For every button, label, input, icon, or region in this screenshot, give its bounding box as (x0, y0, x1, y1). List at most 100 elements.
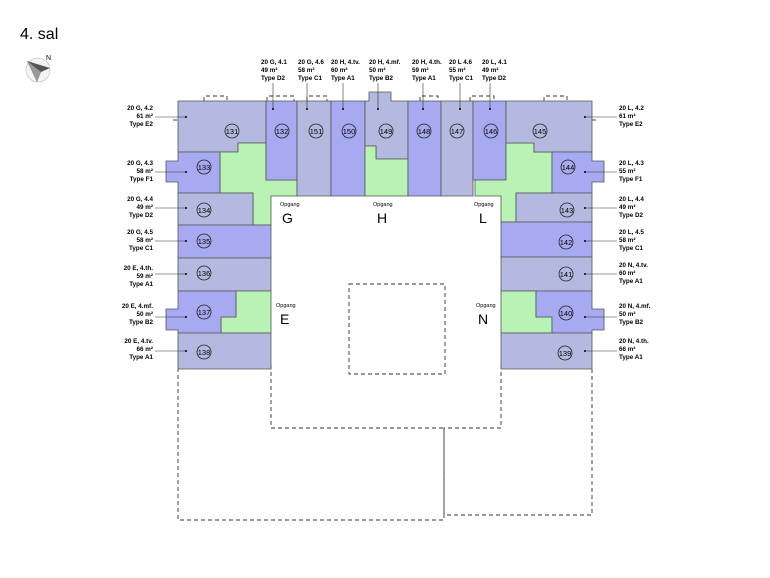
unit-number-146[interactable]: 146 (483, 123, 499, 139)
unit-146-room[interactable] (472, 100, 507, 181)
unit-141-room[interactable] (500, 256, 593, 292)
unit-number-131[interactable]: 131 (224, 123, 240, 139)
dashed-outlines (173, 95, 597, 521)
unit-139-room[interactable] (500, 332, 593, 370)
unit-number-147[interactable]: 147 (449, 123, 465, 139)
svg-text:137: 137 (198, 308, 211, 317)
entrance-h-caption: Opgang (373, 202, 393, 208)
unit-132-room[interactable] (265, 100, 298, 181)
unit-136-room[interactable] (177, 257, 272, 292)
entrance-n-caption: Opgang (476, 303, 496, 309)
unit-134-room[interactable] (177, 192, 254, 226)
unit-number-149[interactable]: 149 (378, 123, 394, 139)
unit-number-143[interactable]: 143 (559, 202, 575, 218)
svg-text:149: 149 (380, 127, 393, 136)
unit-number-144[interactable]: 144 (560, 159, 576, 175)
svg-text:151: 151 (310, 127, 323, 136)
unit-number-139[interactable]: 139 (557, 345, 573, 361)
entrance-g-letter: G (282, 210, 293, 226)
unit-143-room[interactable] (515, 192, 593, 223)
unit-133-room[interactable] (165, 151, 221, 194)
svg-text:132: 132 (276, 127, 289, 136)
unit-148-room[interactable] (407, 100, 442, 197)
entrance-e-caption: Opgang (276, 303, 296, 309)
svg-text:133: 133 (198, 163, 211, 172)
entrance-labels: Opgang G Opgang H Opgang L Opgang E Opga… (276, 202, 496, 327)
unit-151-room[interactable] (296, 100, 332, 197)
unit-number-134[interactable]: 134 (196, 202, 212, 218)
svg-text:138: 138 (198, 348, 211, 357)
unit-140-room[interactable] (535, 290, 605, 334)
unit-number-132[interactable]: 132 (274, 123, 290, 139)
page-title: 4. sal (20, 26, 58, 43)
entrance-g-caption: Opgang (280, 202, 300, 208)
unit-number-140[interactable]: 140 (558, 305, 574, 321)
unit-150-room[interactable] (330, 100, 366, 197)
svg-text:136: 136 (198, 269, 211, 278)
building (165, 91, 605, 370)
svg-text:150: 150 (343, 127, 356, 136)
svg-text:134: 134 (198, 206, 211, 215)
svg-text:145: 145 (534, 127, 547, 136)
svg-text:143: 143 (561, 206, 574, 215)
unit-number-145[interactable]: 145 (532, 123, 548, 139)
svg-text:135: 135 (198, 237, 211, 246)
svg-text:140: 140 (560, 309, 573, 318)
svg-text:144: 144 (562, 163, 575, 172)
entrance-e-letter: E (280, 311, 289, 327)
unit-144-room[interactable] (551, 151, 605, 194)
unit-number-150[interactable]: 150 (341, 123, 357, 139)
entrance-n-letter: N (478, 311, 488, 327)
unit-number-133[interactable]: 133 (196, 159, 212, 175)
svg-text:141: 141 (560, 270, 573, 279)
svg-text:146: 146 (485, 127, 498, 136)
unit-numbers: 131 132 151 150 149 148 147 146 145 133 … (196, 123, 576, 361)
compass-label: N (46, 55, 51, 62)
unit-135-room[interactable] (177, 224, 272, 259)
unit-number-137[interactable]: 137 (196, 304, 212, 320)
unit-145-room[interactable] (505, 100, 593, 153)
unit-number-151[interactable]: 151 (308, 123, 324, 139)
unit-142-room[interactable] (500, 221, 593, 258)
unit-number-141[interactable]: 141 (558, 266, 574, 282)
unit-number-148[interactable]: 148 (416, 123, 432, 139)
unit-number-142[interactable]: 142 (558, 234, 574, 250)
north-compass-icon: N (25, 55, 51, 83)
entrance-l-caption: Opgang (474, 202, 494, 208)
unit-number-138[interactable]: 138 (196, 344, 212, 360)
unit-147-room[interactable] (440, 100, 474, 197)
unit-138-room[interactable] (177, 332, 272, 370)
entrance-l-letter: L (479, 210, 487, 226)
svg-text:142: 142 (560, 238, 573, 247)
unit-number-135[interactable]: 135 (196, 233, 212, 249)
entrance-h-letter: H (377, 210, 387, 226)
unit-number-136[interactable]: 136 (196, 265, 212, 281)
svg-text:148: 148 (418, 127, 431, 136)
